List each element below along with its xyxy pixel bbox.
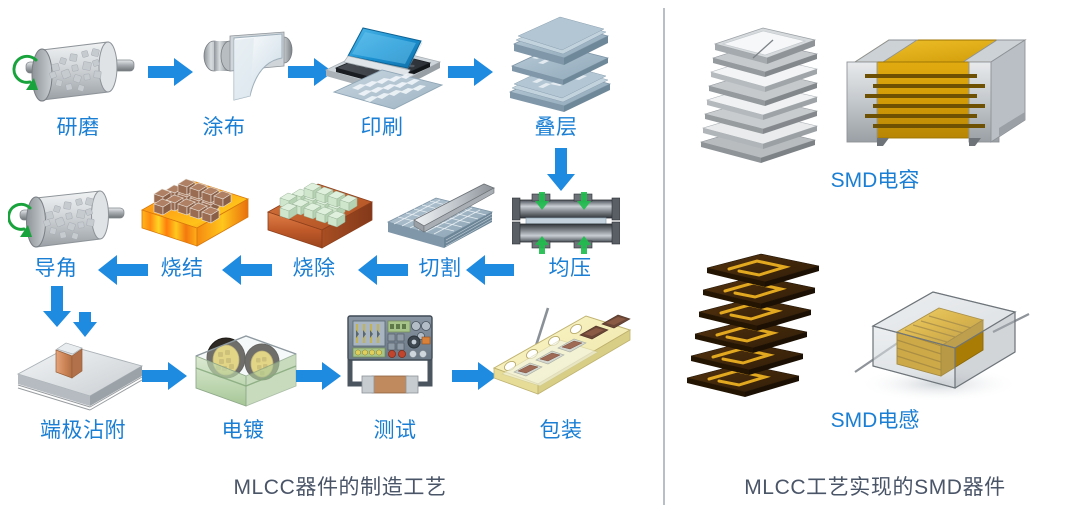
chamfering-icon [8,190,125,248]
mlcc-chip-capacitor-icon [846,39,1027,146]
arrow-left-icon [98,255,148,285]
arrow-right-icon [296,362,341,390]
ball-mill-icon [12,41,135,102]
step-label-tubu: 涂布 [202,116,246,139]
step-label-yanmo: 研磨 [56,116,100,139]
screen-printer-icon [324,27,444,110]
right-panel-caption: MLCC工艺实现的SMD器件 [744,476,1006,499]
right-panel: SMD电容 [665,0,1080,513]
step-label-shaojie: 烧结 [160,257,204,280]
arrow-down-small-icon [73,312,97,337]
arrow-right-icon [142,362,187,390]
arrow-right-icon [448,58,493,86]
step-label-shaochu: 烧除 [292,257,336,280]
layer-stack-icon [508,16,612,112]
step-label-junya: 均压 [548,257,592,280]
inductor-coil-layer-stack-icon [686,253,820,397]
termination-dipping-icon [16,342,144,411]
arrow-left-icon [358,255,408,285]
step-label-qiege: 切割 [418,257,462,280]
device-label-smd-capacitor: SMD电容 [830,169,920,192]
left-panel-caption: MLCC器件的制造工艺 [233,476,447,499]
arrow-down-icon [43,286,71,327]
dicing-blade-icon [386,183,495,248]
step-label-daojiao: 导角 [34,257,78,280]
smd-power-inductor-icon [854,291,1030,402]
binder-burnout-tray-icon [267,182,373,249]
left-panel: 研磨 涂布 印刷 叠层 [8,16,632,499]
step-label-baozhuang: 包装 [539,419,583,442]
arrow-right-icon [148,58,193,86]
step-label-duanji-zhanfu: 端极沾附 [40,419,126,442]
coating-roller-icon [203,31,293,101]
arrow-right-icon [452,362,497,390]
arrow-left-icon [222,255,272,285]
device-label-smd-inductor: SMD电感 [830,409,920,432]
sintering-furnace-tray-icon [141,178,249,247]
step-label-diandu: 电镀 [221,419,265,442]
step-label-ceshi: 测试 [373,419,417,442]
arrow-left-icon [466,255,514,285]
test-instrument-icon [347,315,433,394]
carrier-tape-icon [492,307,632,395]
step-label-yinshua: 印刷 [360,116,404,139]
ceramic-sheet-stack-icon [699,27,819,163]
panel-divider [663,8,665,505]
arrow-down-icon [547,148,575,191]
step-label-diiceng: 叠层 [534,116,578,139]
isostatic-press-icon [512,192,620,254]
arrow-right-icon [288,58,333,86]
electroplating-bath-icon [194,335,298,407]
